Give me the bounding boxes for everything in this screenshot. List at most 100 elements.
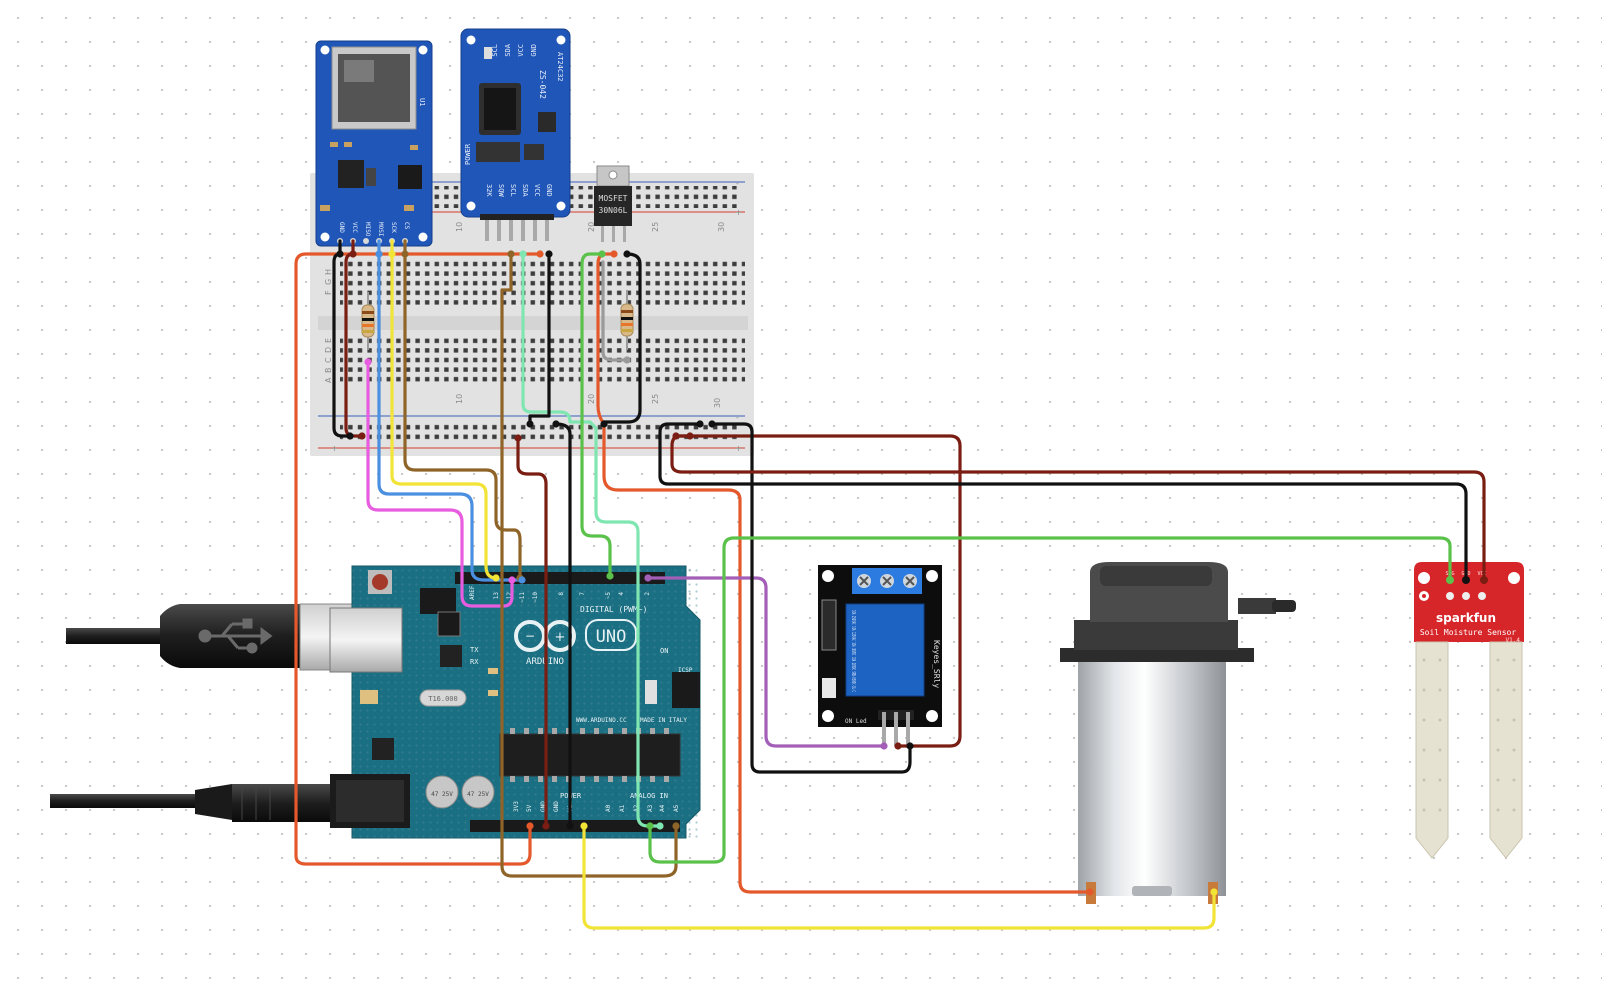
sensor-version: V1.4 [1506, 637, 1521, 644]
crystal-label: T16.000 [428, 695, 458, 703]
relay-module[interactable]: 10A 250VAC 10A 125VAC 10A 30VDC 10A 28VD… [818, 565, 942, 746]
svg-text:10: 10 [455, 222, 464, 232]
row-letters: H G F E D C B A [324, 269, 333, 383]
svg-text:B: B [324, 368, 333, 374]
soil-moisture-sensor[interactable]: SIG GND VCC sparkfun Soil Moisture Senso… [1414, 562, 1524, 859]
wire-pink-cs [366, 360, 514, 608]
sensor-name: Soil Moisture Sensor [1420, 628, 1517, 637]
wire-brown-sck [403, 239, 522, 580]
svg-text:SCL: SCL [509, 184, 517, 197]
svg-text:20: 20 [587, 394, 596, 404]
svg-text:G: G [324, 279, 333, 285]
column-numbers: 10 20 25 30 10 20 25 30 [455, 222, 726, 408]
svg-text:GND: GND [545, 184, 553, 197]
mosfet[interactable]: MOSFET 30N06L [594, 165, 632, 242]
usb-cable [66, 603, 363, 671]
svg-text:30: 30 [713, 398, 722, 408]
svg-text:GND: GND [530, 44, 538, 57]
svg-text:SCK: SCK [390, 222, 397, 233]
svg-text:GND: GND [338, 222, 345, 233]
svg-text:SQW: SQW [497, 184, 505, 197]
svg-text:GND: GND [540, 801, 547, 812]
aref-label: AREF [469, 585, 476, 600]
wire-black-mosfet-source [602, 252, 642, 424]
wire-blue-miso [377, 239, 524, 582]
svg-text:MISO: MISO [364, 222, 371, 237]
tx-label: TX [470, 646, 479, 654]
svg-text:20: 20 [587, 222, 596, 232]
digital-pin-labels: 13 12 ~11 ~10 8 7 ~5 4 2 [493, 592, 651, 603]
svg-text:C: C [324, 357, 333, 363]
rail-minus-bottom: - [736, 413, 739, 422]
svg-text:GND: GND [553, 801, 560, 812]
svg-text:VCC: VCC [351, 222, 358, 233]
svg-text:SDA: SDA [521, 184, 529, 197]
rail-plus-top: + [735, 208, 742, 217]
svg-text:5V: 5V [526, 804, 533, 812]
svg-text:VCC: VCC [533, 184, 541, 197]
svg-text:+: + [555, 630, 566, 645]
svg-text:4: 4 [618, 592, 625, 596]
analog-header-label: ANALOG IN [630, 792, 668, 800]
sensor-brand: sparkfun [1436, 611, 1496, 625]
arduino-model: UNO [596, 627, 627, 647]
wire-purple-relay-in [646, 576, 886, 748]
svg-text:13: 13 [493, 592, 500, 600]
usb-icon [198, 618, 273, 654]
svg-text:CS: CS [403, 222, 410, 230]
rail-minus-top: - [736, 179, 739, 188]
svg-text:E: E [324, 338, 333, 343]
svg-text:30: 30 [717, 222, 726, 232]
svg-text:SDA: SDA [504, 43, 512, 56]
rail-plus-bottom: + [735, 444, 742, 453]
resistor-right[interactable] [620, 290, 634, 350]
wire-darkred-sensor-vcc [670, 434, 1486, 582]
svg-text:A1: A1 [619, 804, 626, 812]
wire-yellow-pump [582, 824, 1216, 930]
water-pump-motor[interactable] [1060, 562, 1296, 904]
rail-plus-bottom-left: + [331, 444, 338, 453]
rtc-side-label: AT24C32 [556, 52, 564, 82]
wire-darkred-relay-vcc [674, 434, 962, 748]
wire-black-relay-gnd [710, 422, 912, 774]
svg-text:F: F [324, 290, 333, 295]
on-label: ON [660, 647, 668, 655]
wire-gray-resistor [601, 260, 629, 362]
svg-text:2: 2 [644, 592, 651, 596]
mosfet-label-1: MOSFET [599, 194, 628, 203]
svg-text:~11: ~11 [519, 592, 526, 603]
led-label: ON Led [845, 718, 867, 725]
svg-text:12: 12 [506, 592, 513, 600]
wire-yellow-mosi [390, 239, 498, 580]
svg-text:25: 25 [651, 394, 660, 404]
mosfet-label-2: 30N06L [599, 206, 628, 215]
svg-text:A3: A3 [647, 804, 654, 812]
sd-card-module[interactable]: U1 GND VCC MISO MOSI SCK CS [315, 40, 433, 247]
svg-text:~5: ~5 [605, 592, 612, 600]
svg-text:25: 25 [651, 222, 660, 232]
resistor-left[interactable] [361, 292, 375, 350]
cap-2-label: 47 25V [467, 791, 489, 798]
svg-text:10: 10 [455, 394, 464, 404]
rx-label: RX [470, 658, 479, 666]
svg-text:32K: 32K [485, 184, 493, 197]
svg-text:A0: A0 [605, 804, 612, 812]
svg-text:A: A [324, 377, 333, 383]
wire-black-sensor-gnd [658, 422, 1468, 582]
svg-text:VCC: VCC [1477, 571, 1486, 577]
sd-chip-label: U1 [418, 98, 426, 106]
wire-green-sensor-sig [648, 536, 1452, 864]
rtc-module[interactable]: SCL SDA VCC GND AT24C32 ZS-042 POWER 32K… [460, 28, 571, 241]
rtc-top-pins: SCL SDA VCC GND [491, 43, 538, 56]
svg-text:7: 7 [579, 592, 586, 596]
wire-endpoints [336, 250, 1488, 896]
svg-text:D: D [324, 347, 333, 353]
svg-text:H: H [324, 269, 333, 275]
wire-mint-rtc-sda [521, 252, 662, 828]
rtc-model-label: ZS-042 [538, 70, 547, 99]
rtc-power-label: POWER [464, 143, 472, 165]
arduino-uno[interactable]: T16.000 47 25V 47 25V − + UNO ARDUINO DI… [329, 565, 701, 839]
svg-text:VCC: VCC [517, 44, 525, 57]
relay-label: Keyes_SRly [932, 640, 941, 688]
